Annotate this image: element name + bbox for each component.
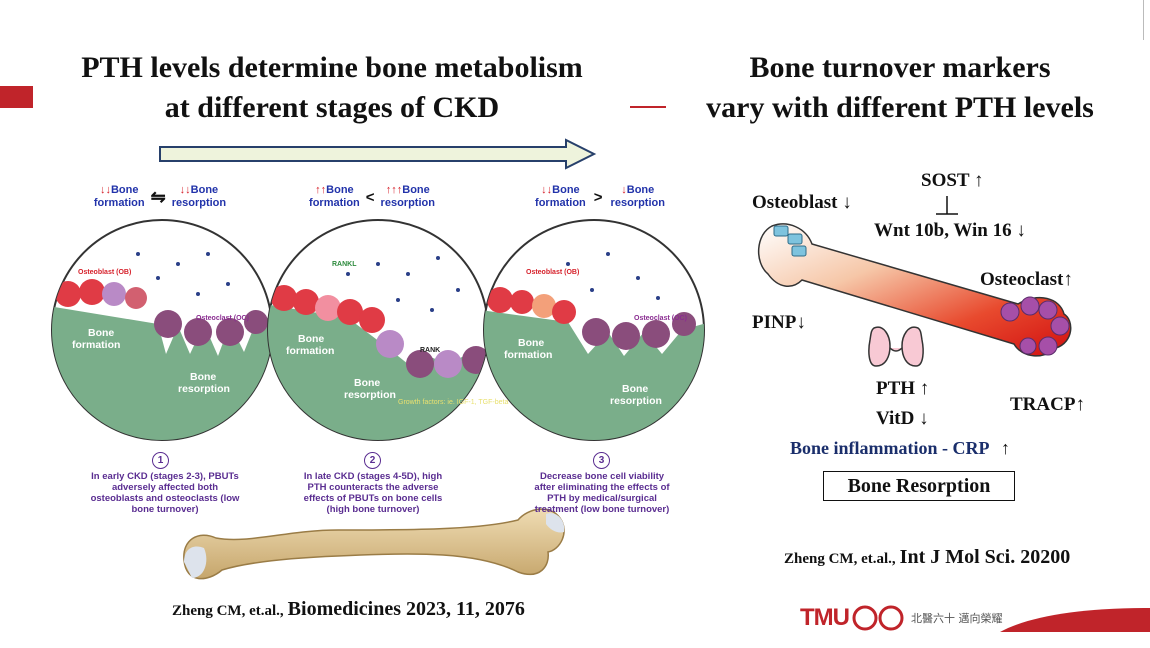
osteoblast-label: Osteoblast ↓ bbox=[752, 192, 852, 213]
left-accent-bar bbox=[0, 86, 33, 108]
inflammation-arrow: ↑ bbox=[1001, 438, 1011, 458]
inflammation-label: Bone inflammation - CRP ↑ bbox=[790, 438, 1010, 459]
stage3-ob-label: Osteoblast (OB) bbox=[526, 269, 579, 276]
stage1-circle: Osteoblast (OB) Osteoclast (OC) Bone for… bbox=[51, 219, 273, 441]
right-title-line2: vary with different PTH levels bbox=[706, 91, 1094, 124]
stage2-resorption-label-2: resorption bbox=[344, 389, 396, 401]
sost-inhibition-icon bbox=[936, 196, 958, 215]
stage3-right-sub: resorption bbox=[610, 197, 665, 209]
stage2-rank-label: RANK bbox=[420, 347, 440, 354]
right-title-line1: Bone turnover markers bbox=[749, 51, 1051, 84]
stage1-relation: ⇋ bbox=[150, 186, 166, 207]
stage1-left-sub: formation bbox=[93, 197, 145, 209]
vitd-label: VitD ↓ bbox=[876, 408, 929, 429]
osteoclast-label: Osteoclast↑ bbox=[980, 269, 1073, 290]
stage3-left-arrows: ↓↓ bbox=[541, 184, 553, 196]
stage2-caption: In late CKD (stages 4-5D), high PTH coun… bbox=[303, 471, 443, 515]
stage2-circle: RANKL RANK Growth factors: ie. IGF-1, TG… bbox=[267, 219, 508, 441]
inflammation-prefix: Bone inflammation - bbox=[790, 438, 953, 458]
stage2-formation-label-2: formation bbox=[286, 345, 334, 357]
citation-left: Zheng CM, et.al., Biomedicines 2023, 11,… bbox=[172, 598, 525, 621]
stage2-number: 2 bbox=[364, 452, 381, 469]
stage3-number: 3 bbox=[593, 452, 610, 469]
stage3-resorption-label: Bone bbox=[622, 383, 648, 395]
stage3-resorption-label-2: resorption bbox=[610, 395, 662, 407]
stage1-left-arrows: ↓↓ bbox=[99, 184, 111, 196]
tmu-logo: TMU 北醫六十 邁向榮耀 bbox=[800, 604, 1002, 632]
tracp-label: TRACP↑ bbox=[1010, 394, 1085, 415]
progression-arrow bbox=[159, 138, 597, 170]
stage1-resorption-label-2: resorption bbox=[178, 383, 230, 395]
left-title-line1: PTH levels determine bone metabolism bbox=[81, 51, 583, 84]
stage1-resorption-label: Bone bbox=[190, 371, 216, 383]
stage2-right-sub: resorption bbox=[380, 197, 435, 209]
stage1-left-word: Bone bbox=[110, 184, 139, 196]
stage1-number: 1 bbox=[152, 452, 169, 469]
pth-label: PTH ↑ bbox=[876, 378, 930, 399]
thyroid-icon bbox=[868, 326, 924, 367]
stage3-caption: Decrease bone cell viability after elimi… bbox=[534, 471, 670, 515]
stage1-right-word: Bone bbox=[190, 184, 219, 196]
stage2-relation: < bbox=[365, 188, 375, 206]
stage2-right-arrows: ↑↑↑ bbox=[385, 184, 403, 196]
stage1-formation-label: Bone bbox=[88, 327, 114, 339]
stage2-growth-label: Growth factors: ie. IGF-1, TGF-beta bbox=[398, 399, 508, 406]
bone-resorption-box: Bone Resorption bbox=[823, 471, 1015, 501]
stage2-right-word: Bone bbox=[402, 184, 430, 196]
stage2-left-arrows: ↑↑ bbox=[315, 184, 327, 196]
wnt-label: Wnt 10b, Win 16 ↓ bbox=[874, 220, 1026, 241]
stage1-oc-label: Osteoclast (OC) bbox=[196, 315, 249, 322]
stage2-rankl-label: RANKL bbox=[332, 261, 357, 268]
stage2-formation-label: Bone bbox=[298, 333, 324, 345]
stage1-ob-label: Osteoblast (OB) bbox=[78, 269, 131, 276]
footer-red-band bbox=[1000, 608, 1150, 632]
stage1-formation-label-2: formation bbox=[72, 339, 120, 351]
stage2-left-word: Bone bbox=[326, 184, 354, 196]
stage3-formation-label: Bone bbox=[518, 337, 544, 349]
pinp-label: PINP↓ bbox=[752, 312, 806, 333]
tmu-tagline: 北醫六十 邁向榮耀 bbox=[910, 612, 1003, 625]
stage3-right-arrows: ↓ bbox=[621, 184, 627, 196]
stage1-caption: In early CKD (stages 2-3), PBUTs adverse… bbox=[90, 471, 240, 515]
bone-turnover-diagram bbox=[757, 223, 1072, 357]
femur-bone-image bbox=[183, 508, 565, 580]
citation-left-journal: Biomedicines 2023, 11, 2076 bbox=[287, 598, 525, 620]
left-title: PTH levels determine bone metabolism at … bbox=[30, 48, 634, 128]
stage2-left-sub: formation bbox=[309, 197, 360, 209]
stage2-resorption-label: Bone bbox=[354, 377, 380, 389]
stage1-right-sub: resorption bbox=[171, 197, 227, 209]
stage3-left-word: Bone bbox=[552, 184, 580, 196]
divider-dash bbox=[630, 106, 666, 108]
stage3-formation-label-2: formation bbox=[504, 349, 552, 361]
stage3-right-word: Bone bbox=[626, 184, 655, 196]
tmu-logo-text: TMU bbox=[800, 604, 850, 631]
stage-circles: Osteoblast (OB) Osteoclast (OC) Bone for… bbox=[51, 219, 705, 441]
sost-label: SOST ↑ bbox=[921, 170, 984, 191]
top-right-rule bbox=[1143, 0, 1144, 40]
stage1-right-arrows: ↓↓ bbox=[179, 184, 191, 196]
citation-right-authors: Zheng CM, et.al., bbox=[784, 551, 896, 567]
citation-right: Zheng CM, et.al., Int J Mol Sci. 20200 bbox=[784, 546, 1070, 569]
citation-left-authors: Zheng CM, et.al., bbox=[172, 603, 284, 619]
citation-right-journal: Int J Mol Sci. 20200 bbox=[899, 546, 1071, 568]
stage3-oc-label: Osteoclast (OC) bbox=[634, 315, 687, 322]
stage3-circle: Osteoblast (OB) Osteoclast (OC) Bone for… bbox=[483, 219, 705, 441]
inflammation-crp: CRP bbox=[952, 438, 989, 458]
stage3-left-sub: formation bbox=[535, 197, 586, 209]
left-title-line2: at different stages of CKD bbox=[164, 91, 500, 124]
right-title: Bone turnover markers vary with differen… bbox=[680, 48, 1120, 128]
sixty-icon bbox=[852, 605, 904, 631]
stage3-relation: > bbox=[593, 188, 603, 206]
